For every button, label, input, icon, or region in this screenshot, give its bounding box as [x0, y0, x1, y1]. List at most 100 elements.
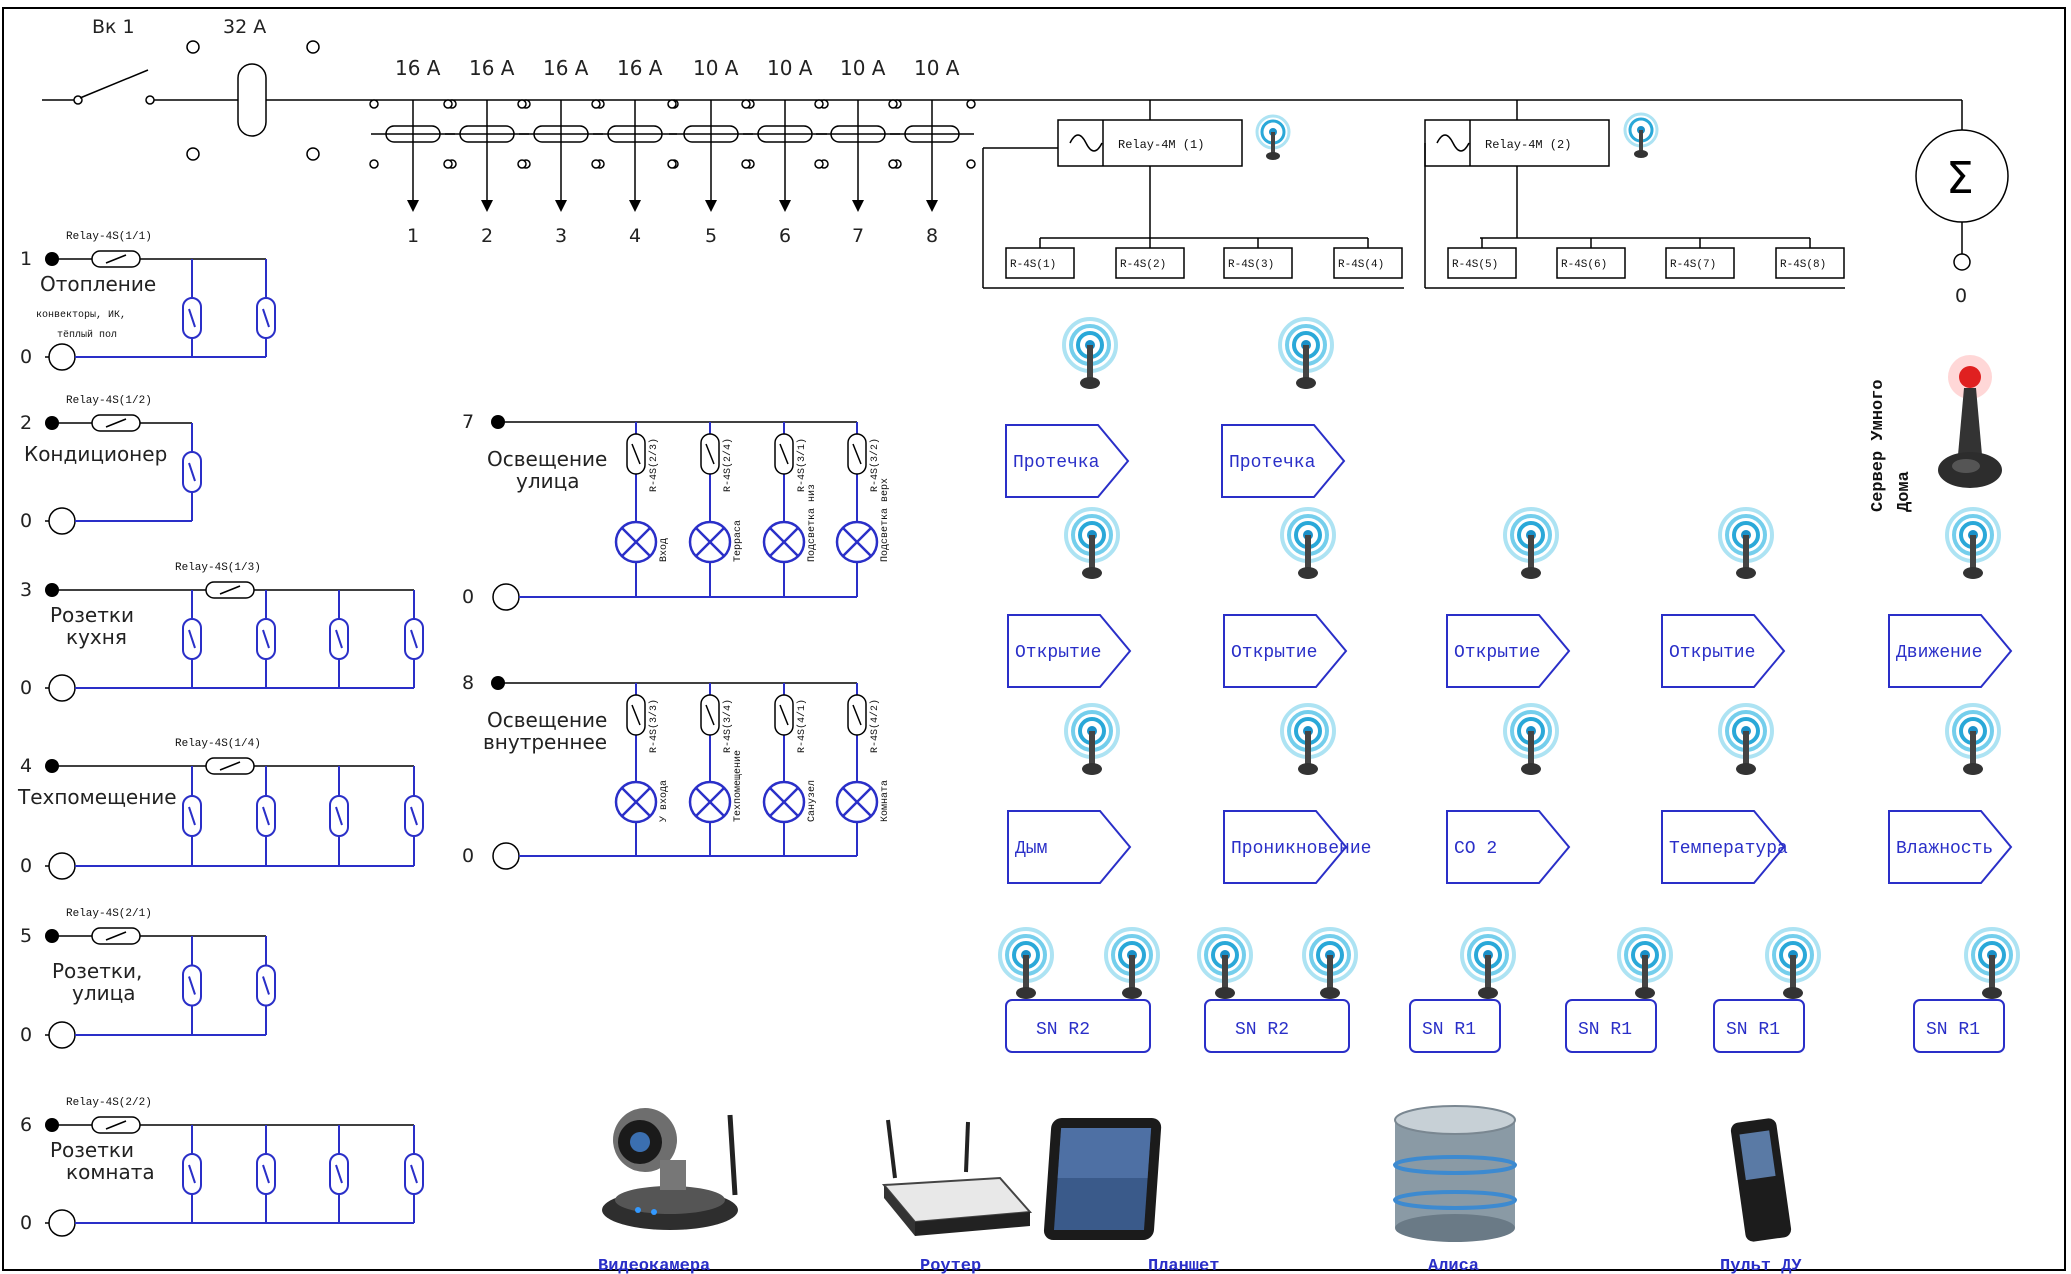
sensor: Открытие: [1007, 507, 1132, 688]
hub-6: SN R1: [1913, 927, 2020, 1053]
lighting-relay-label: R-4S(3/4): [722, 699, 734, 753]
group-zero: 0: [20, 510, 32, 532]
device-label: Роутер: [920, 1257, 981, 1274]
main-rating: 32 А: [223, 16, 266, 38]
group-number: 3: [20, 579, 32, 601]
hub-3: SN R1: [1409, 927, 1516, 1053]
r4s-label: R-4S(7): [1670, 259, 1716, 271]
breaker-number: 7: [852, 225, 864, 247]
sensor: Влажность: [1888, 703, 2013, 884]
r4s-module-8: R-4S(8): [1775, 238, 1845, 279]
lighting-number: 7: [462, 411, 474, 433]
sensor-label: Влажность: [1896, 839, 1993, 859]
sensor: Протечка: [1221, 317, 1346, 498]
r4s-module-2: R-4S(2): [1115, 238, 1185, 279]
sensor: CO 2: [1446, 703, 1571, 884]
r4s-label: R-4S(1): [1010, 259, 1056, 271]
sensor-label: Температура: [1669, 839, 1788, 859]
sensor-label: Дым: [1015, 839, 1047, 859]
sensor: Открытие: [1661, 507, 1786, 688]
lighting-number: 8: [462, 672, 474, 694]
r4s-module-7: R-4S(7): [1665, 238, 1735, 279]
hub-label: SN R1: [1726, 1020, 1780, 1040]
lighting-relay-label: R-4S(2/3): [648, 438, 660, 492]
lamp-label: Комната: [880, 780, 891, 822]
group-title: Отопление: [40, 272, 156, 296]
r4s-module-3: R-4S(3): [1223, 238, 1293, 279]
server-label-2: Дома: [1895, 471, 1914, 512]
breaker-1: 16 А1: [369, 56, 457, 247]
r4s-modules: R-4S(1) R-4S(2) R-4S(3) R-4S(4) R-4S(5) R-4S(…: [1005, 238, 1845, 279]
hub-label: SN R2: [1235, 1020, 1289, 1040]
sensor-label: Открытие: [1454, 643, 1540, 663]
r4s-label: R-4S(3): [1228, 259, 1274, 271]
circuit-group-2: 2 Relay-4S(1/2) 0 Кондиционер: [20, 395, 202, 535]
group-title: комната: [66, 1160, 155, 1184]
group-zero: 0: [20, 677, 32, 699]
group-zero: 0: [20, 1212, 32, 1234]
sensor: Дым: [1007, 703, 1132, 884]
hub-1: SN R2: [998, 927, 1160, 1053]
relay4m-label-2: Relay-4M (2): [1485, 138, 1571, 152]
switch-label: Вк 1: [92, 16, 135, 38]
breaker-number: 2: [481, 225, 493, 247]
breaker-8: 10 А8: [888, 56, 976, 247]
r4s-module-4: R-4S(4): [1333, 238, 1403, 279]
main-switch: Вк 1 32 А: [42, 16, 1962, 161]
server-label-1: Сервер Умного: [1869, 379, 1888, 512]
hub-label: SN R1: [1578, 1020, 1632, 1040]
lighting-title: Освещение: [487, 708, 607, 732]
breaker-2: 16 А 2: [443, 56, 531, 247]
r4s-label: R-4S(4): [1338, 259, 1384, 271]
breaker-5: 10 А5: [667, 56, 755, 247]
sensor-label: Проникновение: [1231, 839, 1371, 859]
sensor-label: Открытие: [1015, 643, 1101, 663]
breaker-3: 16 А3: [517, 56, 605, 247]
r4s-label: R-4S(8): [1780, 259, 1826, 271]
breaker-rating: 16 А: [469, 56, 515, 80]
relay4m-block-1: Relay-4M (1): [982, 100, 1404, 289]
group-title: Розетки: [50, 603, 134, 627]
r4s-module-5: R-4S(5): [1447, 238, 1517, 279]
breaker-number: 3: [555, 225, 567, 247]
main-fuse: [237, 63, 267, 137]
lighting-zero: 0: [462, 586, 474, 608]
device-label: Видеокамера: [598, 1257, 710, 1274]
lamp-label: Техпомещение: [733, 750, 744, 822]
sensor: Открытие: [1446, 507, 1571, 688]
sensor-label: Открытие: [1669, 643, 1755, 663]
lighting-zero: 0: [462, 845, 474, 867]
group-zero: 0: [20, 855, 32, 877]
group-number: 5: [20, 925, 32, 947]
device-label: Планшет: [1148, 1257, 1219, 1274]
sensor-label: Протечка: [1013, 453, 1100, 473]
device-label: Алиса: [1428, 1257, 1479, 1274]
group-title: Розетки,: [52, 959, 142, 983]
breaker-rating: 16 А: [617, 56, 663, 80]
group-title: Кондиционер: [24, 442, 167, 466]
lighting-circuits: 7Освещениеулица0R-4S(2/3)ВходR-4S(2/4)Те…: [462, 411, 891, 870]
tablet-icon: [1043, 1118, 1162, 1240]
hub-label: SN R2: [1036, 1020, 1090, 1040]
lighting-relay-label: R-4S(2/4): [722, 438, 734, 492]
breaker-number: 4: [629, 225, 641, 247]
server-light-icon: [1959, 366, 1981, 388]
lighting-title: Освещение: [487, 447, 607, 471]
group-zero: 0: [20, 1024, 32, 1046]
breaker-rating: 10 А: [840, 56, 886, 80]
lamp-label: Подсветка верх: [880, 478, 891, 562]
frame-border: [2, 7, 2066, 1271]
group-relay-label: Relay-4S(1/2): [66, 395, 152, 407]
group-zero: 0: [20, 346, 32, 368]
database-icon: [1393, 1105, 1517, 1242]
lamp-label: Санузел: [807, 780, 818, 822]
breaker-6: 10 А6: [741, 56, 829, 247]
hub-label: SN R1: [1422, 1020, 1476, 1040]
group-number: 2: [20, 412, 32, 434]
